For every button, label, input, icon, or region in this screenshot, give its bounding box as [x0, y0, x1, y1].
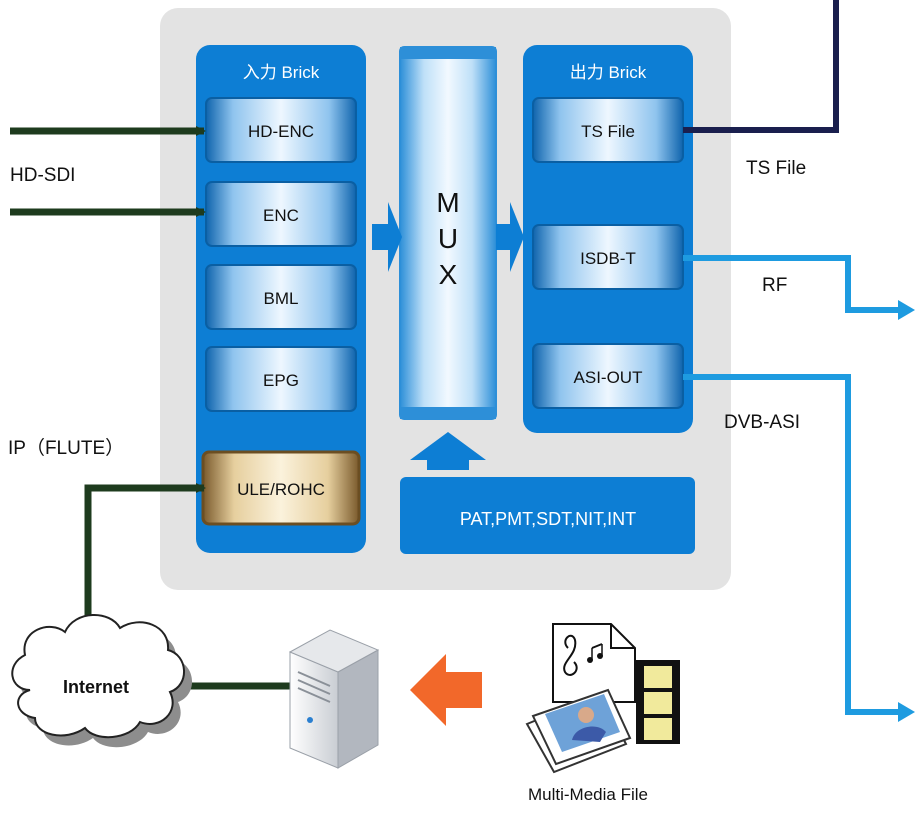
module-ts-file-label: TS File — [581, 122, 635, 141]
module-asi-out-label: ASI-OUT — [574, 368, 643, 387]
music-document-icon — [552, 623, 636, 703]
label-rf: RF — [762, 275, 787, 296]
orange-arrow — [410, 654, 482, 726]
photo-stack-icon — [525, 688, 632, 774]
tables-box-label: PAT,PMT,SDT,NIT,INT — [460, 509, 636, 529]
module-epg-label: EPG — [263, 371, 299, 390]
module-enc-label: ENC — [263, 206, 299, 225]
rf-line — [683, 255, 900, 313]
server-icon — [288, 629, 380, 769]
label-dvb-asi: DVB-ASI — [724, 412, 800, 433]
mux-letter-x: X — [439, 259, 458, 290]
module-epg: EPG — [205, 346, 357, 412]
module-ule-rohc: ULE/ROHC — [201, 450, 361, 526]
rf-arrowhead — [898, 300, 915, 320]
module-enc: ENC — [205, 181, 357, 247]
module-bml: BML — [205, 264, 357, 330]
cloud-label: Internet — [63, 677, 129, 697]
module-asi-out: ASI-OUT — [532, 343, 684, 409]
mux-block: M U X — [399, 46, 497, 420]
module-isdb-t-label: ISDB-T — [580, 249, 636, 268]
module-isdb-t: ISDB-T — [532, 224, 684, 290]
film-strip-icon — [636, 660, 680, 744]
module-hd-enc-label: HD-ENC — [248, 122, 314, 141]
label-multimedia: Multi-Media File — [528, 785, 648, 804]
mux-letter-u: U — [438, 223, 458, 254]
label-hd-sdi: HD-SDI — [10, 165, 75, 186]
tables-box — [400, 477, 695, 554]
ts-file-line — [683, 0, 839, 133]
module-bml-label: BML — [264, 289, 299, 308]
module-hd-enc: HD-ENC — [205, 97, 357, 163]
input-brick-title: 入力 Brick — [243, 63, 320, 82]
label-ts-file: TS File — [746, 158, 806, 179]
dvb-asi-line — [683, 374, 900, 715]
mux-letter-m: M — [436, 187, 459, 218]
module-ule-rohc-label: ULE/ROHC — [237, 480, 325, 499]
arrow-input-to-mux — [372, 202, 402, 272]
arrow-mux-to-output — [496, 202, 524, 272]
dvb-asi-arrowhead — [898, 702, 915, 722]
cloud-icon: Internet — [11, 614, 193, 748]
arrow-tables-to-mux — [410, 432, 486, 470]
module-ts-file: TS File — [532, 97, 684, 163]
ip-flute-line — [84, 483, 206, 636]
output-brick-title: 出力 Brick — [570, 63, 647, 82]
label-ip-flute: IP（FLUTE） — [8, 437, 124, 459]
